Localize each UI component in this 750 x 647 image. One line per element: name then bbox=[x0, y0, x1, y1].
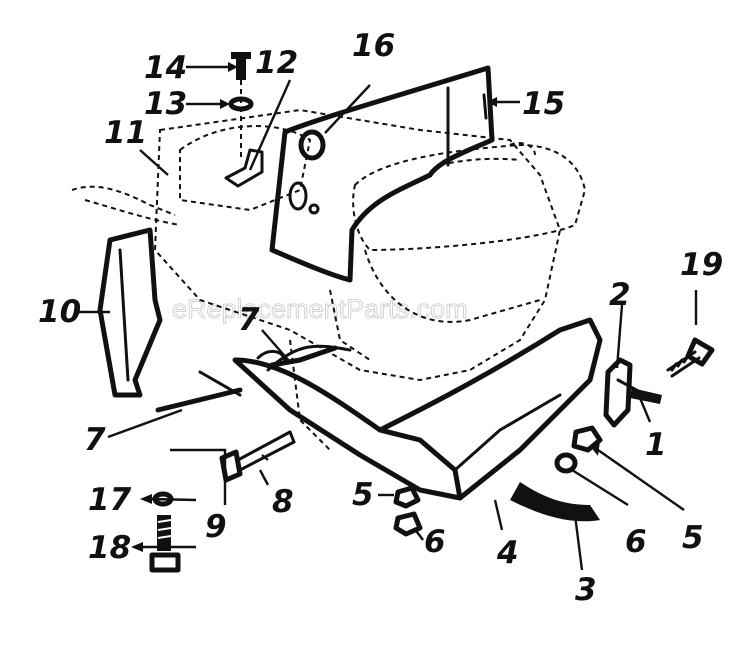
muffler-shield bbox=[97, 227, 163, 398]
callout-c14: 14 bbox=[144, 50, 187, 86]
callout-c5b: 5 bbox=[682, 520, 704, 556]
callout-c6a: 6 bbox=[424, 524, 446, 560]
callout-c15: 15 bbox=[522, 86, 565, 122]
bolt-18 bbox=[149, 515, 181, 573]
long-bolt bbox=[219, 430, 296, 483]
callout-c13: 13 bbox=[144, 86, 187, 122]
engine-outline bbox=[71, 108, 562, 451]
callout-c1: 1 bbox=[645, 427, 667, 463]
nut-pair-center bbox=[393, 485, 423, 537]
callout-c4: 4 bbox=[496, 535, 519, 571]
callout-c6b: 6 bbox=[625, 524, 647, 560]
small-bracket bbox=[224, 148, 264, 188]
callout-c17: 17 bbox=[88, 482, 132, 518]
callout-c10: 10 bbox=[38, 294, 81, 330]
callout-c5a: 5 bbox=[352, 477, 374, 513]
callout-c11: 11 bbox=[104, 115, 147, 151]
watermark-text: eReplacementParts.com bbox=[172, 294, 468, 324]
callout-c12: 12 bbox=[255, 45, 298, 81]
callout-c19: 19 bbox=[680, 247, 723, 283]
callout-c18: 18 bbox=[88, 530, 131, 566]
air-cleaner-cover bbox=[352, 142, 587, 252]
callout-c7b: 7 bbox=[84, 422, 106, 458]
callout-c16: 16 bbox=[352, 28, 395, 64]
link-rod-upper bbox=[256, 345, 338, 368]
link-rod-lower bbox=[155, 370, 243, 413]
callout-c8: 8 bbox=[272, 484, 294, 520]
bolt-19 bbox=[666, 337, 715, 378]
callout-c9: 9 bbox=[205, 509, 227, 545]
exhaust-box bbox=[232, 317, 603, 501]
control-panel-bracket bbox=[269, 65, 495, 283]
callout-c7a: 7 bbox=[238, 302, 260, 338]
side-bracket bbox=[603, 357, 662, 428]
exhaust-tube bbox=[510, 482, 600, 522]
callout-c2: 2 bbox=[609, 277, 631, 313]
leader-lines bbox=[78, 62, 698, 571]
callout-c3: 3 bbox=[575, 572, 597, 608]
top-screw bbox=[228, 52, 254, 160]
